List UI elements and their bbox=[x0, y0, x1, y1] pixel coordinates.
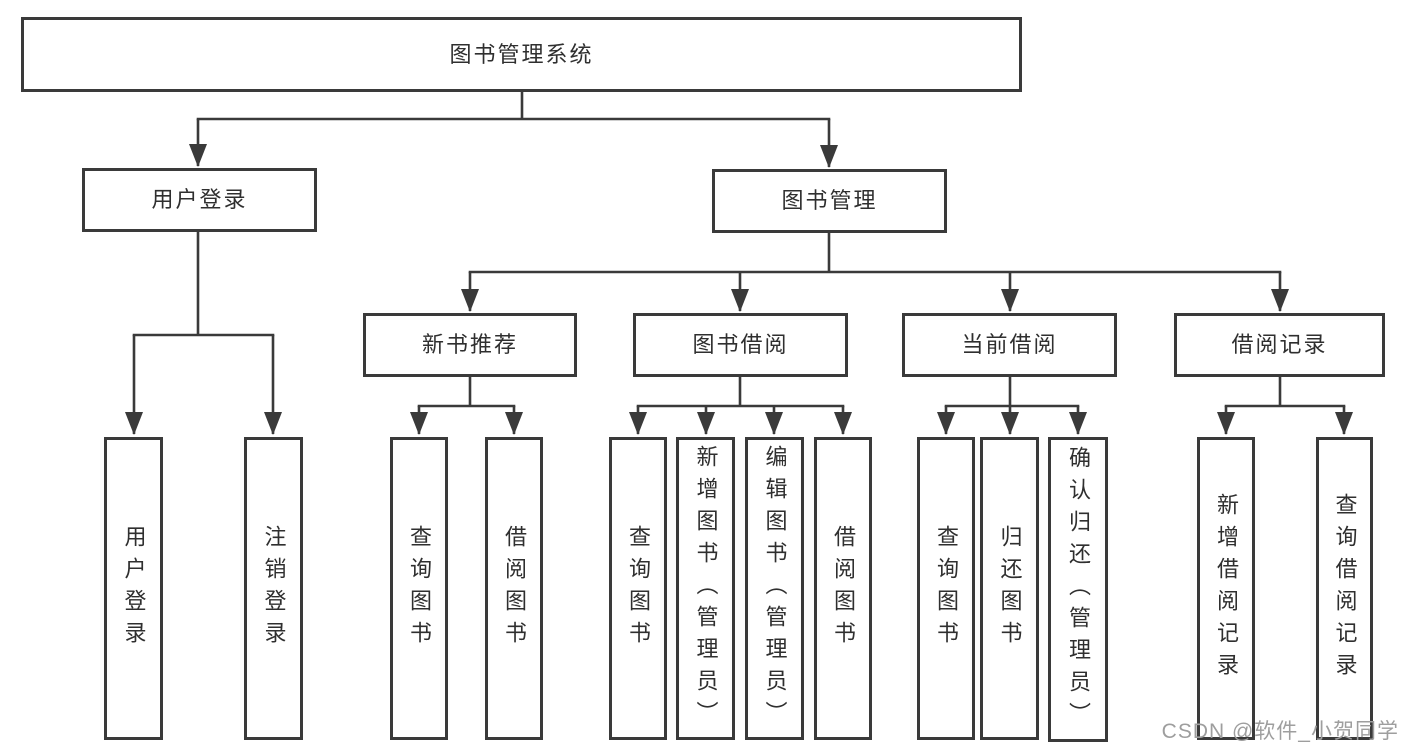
leaf-edit-book-admin: 编辑图书（管理员） bbox=[745, 437, 804, 740]
node-borrowing-records: 借阅记录 bbox=[1174, 313, 1385, 377]
node-new-book-recommend: 新书推荐 bbox=[363, 313, 577, 377]
node-book-management: 图书管理 bbox=[712, 169, 947, 233]
leaf-logout: 注销登录 bbox=[244, 437, 303, 740]
leaf-borrow-books-recommend: 借阅图书 bbox=[485, 437, 543, 740]
leaf-borrow-books: 借阅图书 bbox=[814, 437, 872, 740]
node-library-management-system: 图书管理系统 bbox=[21, 17, 1022, 92]
node-user-login: 用户登录 bbox=[82, 168, 317, 232]
leaf-query-books-recommend: 查询图书 bbox=[390, 437, 448, 740]
node-book-borrowing: 图书借阅 bbox=[633, 313, 848, 377]
connector-segments bbox=[132, 92, 1346, 408]
connector-arrows bbox=[125, 119, 1353, 435]
leaf-add-book-admin: 新增图书（管理员） bbox=[676, 437, 735, 740]
leaf-query-borrow-record: 查询借阅记录 bbox=[1316, 437, 1373, 740]
leaf-return-book: 归还图书 bbox=[980, 437, 1039, 740]
leaf-query-books-borrow: 查询图书 bbox=[609, 437, 667, 740]
leaf-confirm-return-admin: 确认归还（管理员） bbox=[1048, 437, 1108, 742]
csdn-watermark: CSDN @软件_小贺同学 bbox=[1161, 720, 1399, 743]
leaf-user-login: 用户登录 bbox=[104, 437, 163, 740]
node-current-borrowing: 当前借阅 bbox=[902, 313, 1117, 377]
leaf-add-borrow-record: 新增借阅记录 bbox=[1197, 437, 1255, 740]
leaf-query-books-current: 查询图书 bbox=[917, 437, 975, 740]
